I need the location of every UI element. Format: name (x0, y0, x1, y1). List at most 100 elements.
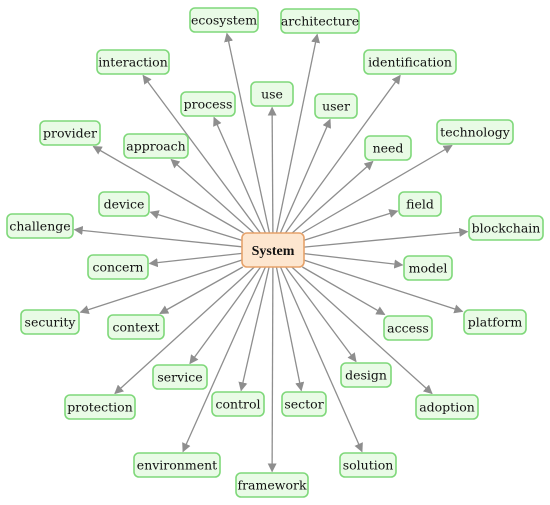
node-adoption-label: adoption (419, 400, 475, 415)
edge-system-to-technology (301, 144, 453, 234)
edge-system-to-platform (303, 259, 464, 314)
node-protection: protection (64, 394, 136, 420)
node-context-label: context (112, 320, 159, 335)
node-ecosystem-box (189, 7, 259, 33)
center-node: System (241, 232, 305, 268)
node-protection-box (64, 394, 136, 420)
node-provider-box (39, 120, 101, 146)
node-technology: technology (436, 119, 514, 145)
node-device: device (98, 191, 150, 217)
node-identification-box (363, 49, 457, 75)
edge-system-to-identification (284, 74, 401, 234)
edge-system-to-challenge (73, 225, 243, 248)
edge-system-to-user (279, 118, 331, 234)
nodes-layer: ecosystem architecture interaction identifi… (6, 7, 544, 498)
node-field-label: field (406, 197, 434, 212)
node-identification-label: identification (368, 55, 452, 70)
node-design-box (340, 362, 392, 388)
node-access-box (383, 315, 433, 341)
edge-system-to-context (159, 266, 244, 315)
node-model: model (403, 255, 453, 281)
node-service-box (152, 364, 208, 390)
edge-system-to-process (213, 116, 266, 234)
edges-layer (73, 32, 469, 473)
node-concern: concern (87, 254, 149, 280)
node-field: field (398, 191, 442, 217)
node-interaction-label: interaction (98, 55, 168, 70)
node-context: context (107, 314, 165, 340)
edge-system-to-environment (182, 266, 266, 453)
node-challenge: challenge (6, 213, 74, 239)
node-use: use (250, 81, 294, 107)
node-need: need (364, 135, 412, 161)
edge-system-to-use (267, 106, 277, 234)
edge-system-to-need (291, 160, 374, 234)
node-provider-label: provider (43, 126, 97, 141)
edge-system-to-model (303, 252, 404, 269)
node-control-label: control (215, 397, 260, 412)
node-provider: provider (39, 120, 101, 146)
edge-system-to-adoption (291, 266, 433, 395)
node-ecosystem-label: ecosystem (191, 13, 257, 28)
node-architecture-label: architecture (281, 14, 359, 29)
node-concern-label: concern (92, 260, 143, 275)
node-platform-label: platform (468, 315, 523, 330)
node-process-box (180, 91, 236, 117)
node-device-label: device (104, 197, 145, 212)
node-interaction-box (96, 49, 170, 75)
node-design: design (340, 362, 392, 388)
edge-system-to-interaction (142, 74, 261, 234)
node-platform: platform (463, 309, 527, 335)
center-node-label: System (252, 244, 295, 259)
node-need-label: need (373, 141, 404, 156)
edge-system-to-concern (148, 252, 243, 268)
node-process: process (180, 91, 236, 117)
node-environment: environment (133, 452, 221, 478)
node-adoption-box (415, 394, 479, 420)
node-interaction: interaction (96, 49, 170, 75)
node-blockchain: blockchain (468, 215, 544, 241)
node-user-box (314, 93, 358, 119)
node-framework-box (235, 472, 309, 498)
node-design-label: design (345, 368, 387, 383)
node-identification: identification (363, 49, 457, 75)
node-technology-box (436, 119, 514, 145)
node-protection-label: protection (67, 400, 133, 415)
node-architecture-box (280, 8, 360, 34)
node-sector: sector (281, 391, 327, 417)
edge-system-to-sector (275, 266, 305, 392)
node-approach: approach (123, 133, 189, 159)
node-ecosystem: ecosystem (189, 7, 259, 33)
node-access-label: access (387, 321, 429, 336)
node-user: user (314, 93, 358, 119)
node-service: service (152, 364, 208, 390)
node-challenge-label: challenge (9, 219, 70, 234)
edge-system-to-approach (170, 158, 255, 234)
node-approach-label: approach (126, 139, 185, 154)
edge-system-to-design (285, 266, 357, 363)
node-control: control (211, 391, 265, 417)
node-control-box (211, 391, 265, 417)
node-access: access (383, 315, 433, 341)
edge-system-to-protection (114, 266, 255, 395)
edge-system-to-control (238, 266, 270, 392)
node-concern-box (87, 254, 149, 280)
node-challenge-box (6, 213, 74, 239)
node-model-box (403, 255, 453, 281)
edge-system-to-access (302, 266, 386, 316)
node-model-label: model (409, 261, 448, 276)
edge-system-to-field (303, 209, 399, 241)
node-device-box (98, 191, 150, 217)
node-security-box (20, 309, 80, 335)
edge-system-to-ecosystem (224, 32, 271, 234)
node-solution-box (339, 452, 397, 478)
node-user-label: user (322, 99, 350, 114)
edge-system-to-provider (92, 145, 244, 234)
center-node-box (241, 232, 305, 268)
node-use-label: use (261, 87, 283, 102)
edge-system-to-framework (267, 266, 277, 473)
node-environment-box (133, 452, 221, 478)
node-security-label: security (25, 315, 77, 330)
node-platform-box (463, 309, 527, 335)
